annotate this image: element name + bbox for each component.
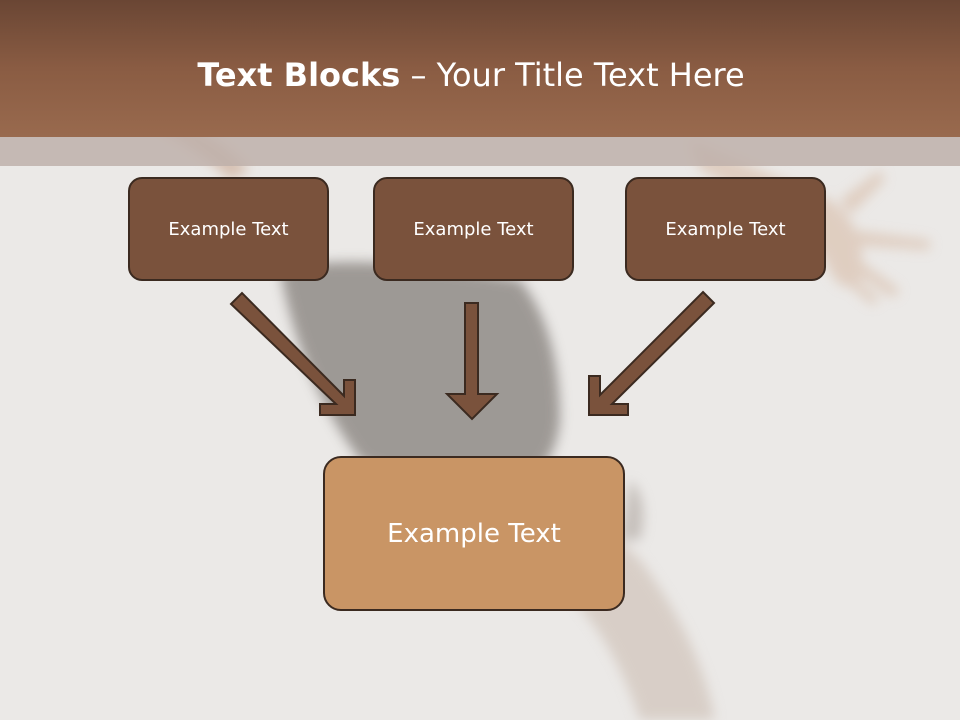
arrow-right-diagonal [588,290,716,416]
text-block-3[interactable]: Example Text [625,177,826,281]
text-block-1[interactable]: Example Text [128,177,329,281]
text-block-2-label: Example Text [413,218,534,240]
result-block[interactable]: Example Text [323,456,625,611]
arrow-center-down [444,302,500,421]
result-block-label: Example Text [387,518,561,549]
slide-title-rest: – Your Title Text Here [400,56,745,94]
slide-title: Text Blocks – Your Title Text Here [0,52,942,98]
title-divider-strip [0,137,960,166]
arrow-left-diagonal [229,291,356,416]
title-bar [0,0,960,137]
text-block-3-label: Example Text [665,218,786,240]
slide-title-bold: Text Blocks [197,56,401,94]
text-block-2[interactable]: Example Text [373,177,574,281]
text-block-1-label: Example Text [168,218,289,240]
